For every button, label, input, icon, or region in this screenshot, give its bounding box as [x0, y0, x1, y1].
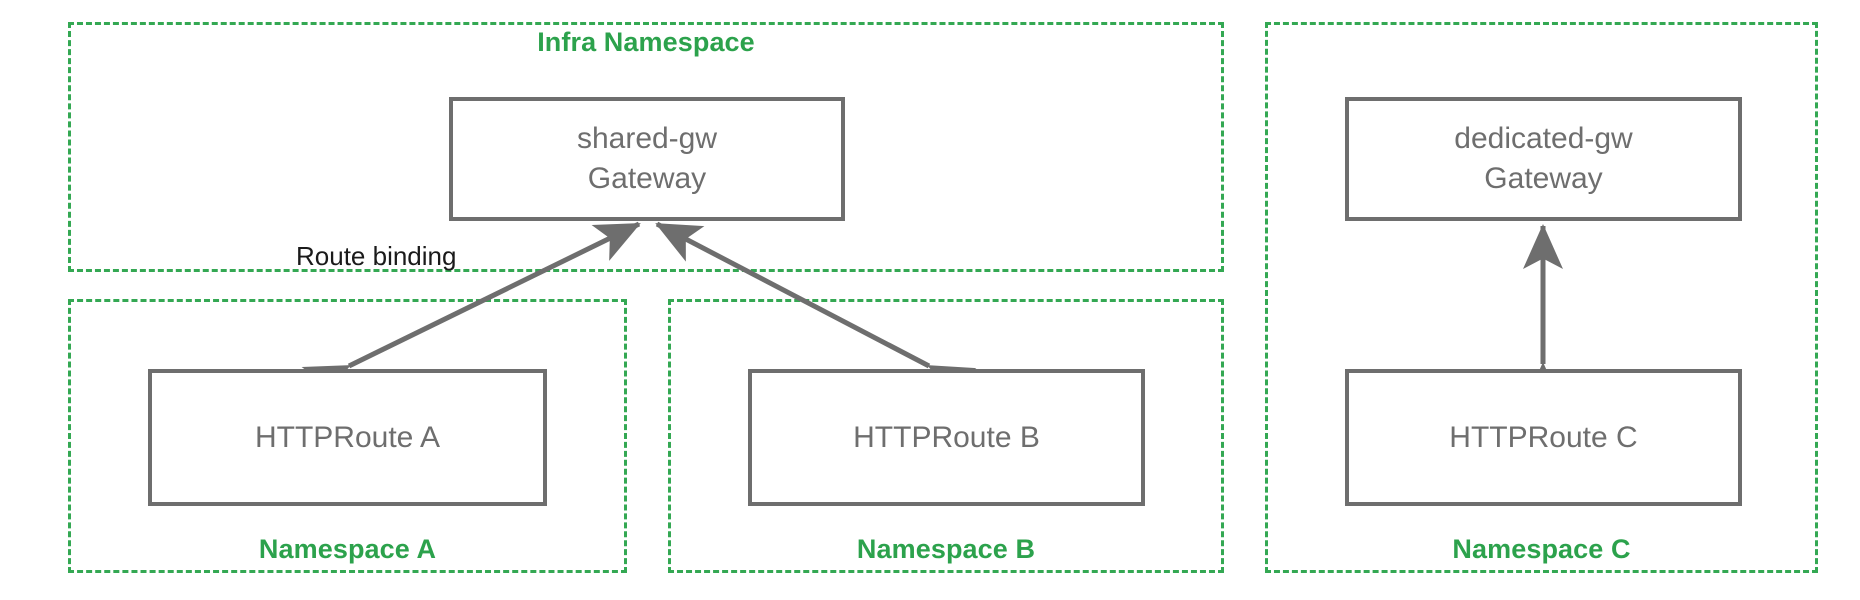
node-dedicated-gw-gateway[interactable]: dedicated-gw Gateway	[1345, 97, 1742, 221]
node-httproute-b-label: HTTPRoute B	[853, 420, 1040, 454]
node-httproute-c[interactable]: HTTPRoute C	[1345, 369, 1742, 506]
edge-label-route-binding: Route binding	[296, 241, 457, 271]
namespace-label-b: Namespace B	[856, 534, 1036, 564]
node-dedicated-gw-gateway-label: dedicated-gw Gateway	[1454, 122, 1633, 195]
node-shared-gw-gateway[interactable]: shared-gw Gateway	[449, 97, 845, 221]
namespace-box-infra	[68, 22, 1224, 272]
namespace-label-c: Namespace C	[1452, 534, 1631, 564]
node-httproute-c-label: HTTPRoute C	[1449, 420, 1638, 454]
node-httproute-a[interactable]: HTTPRoute A	[148, 369, 547, 506]
node-shared-gw-gateway-label: shared-gw Gateway	[576, 122, 718, 195]
namespace-box-c	[1265, 22, 1818, 573]
node-httproute-a-label: HTTPRoute A	[254, 420, 441, 454]
node-httproute-b[interactable]: HTTPRoute B	[748, 369, 1145, 506]
namespace-label-infra: Infra Namespace	[537, 27, 755, 57]
namespace-label-a: Namespace A	[258, 534, 437, 564]
